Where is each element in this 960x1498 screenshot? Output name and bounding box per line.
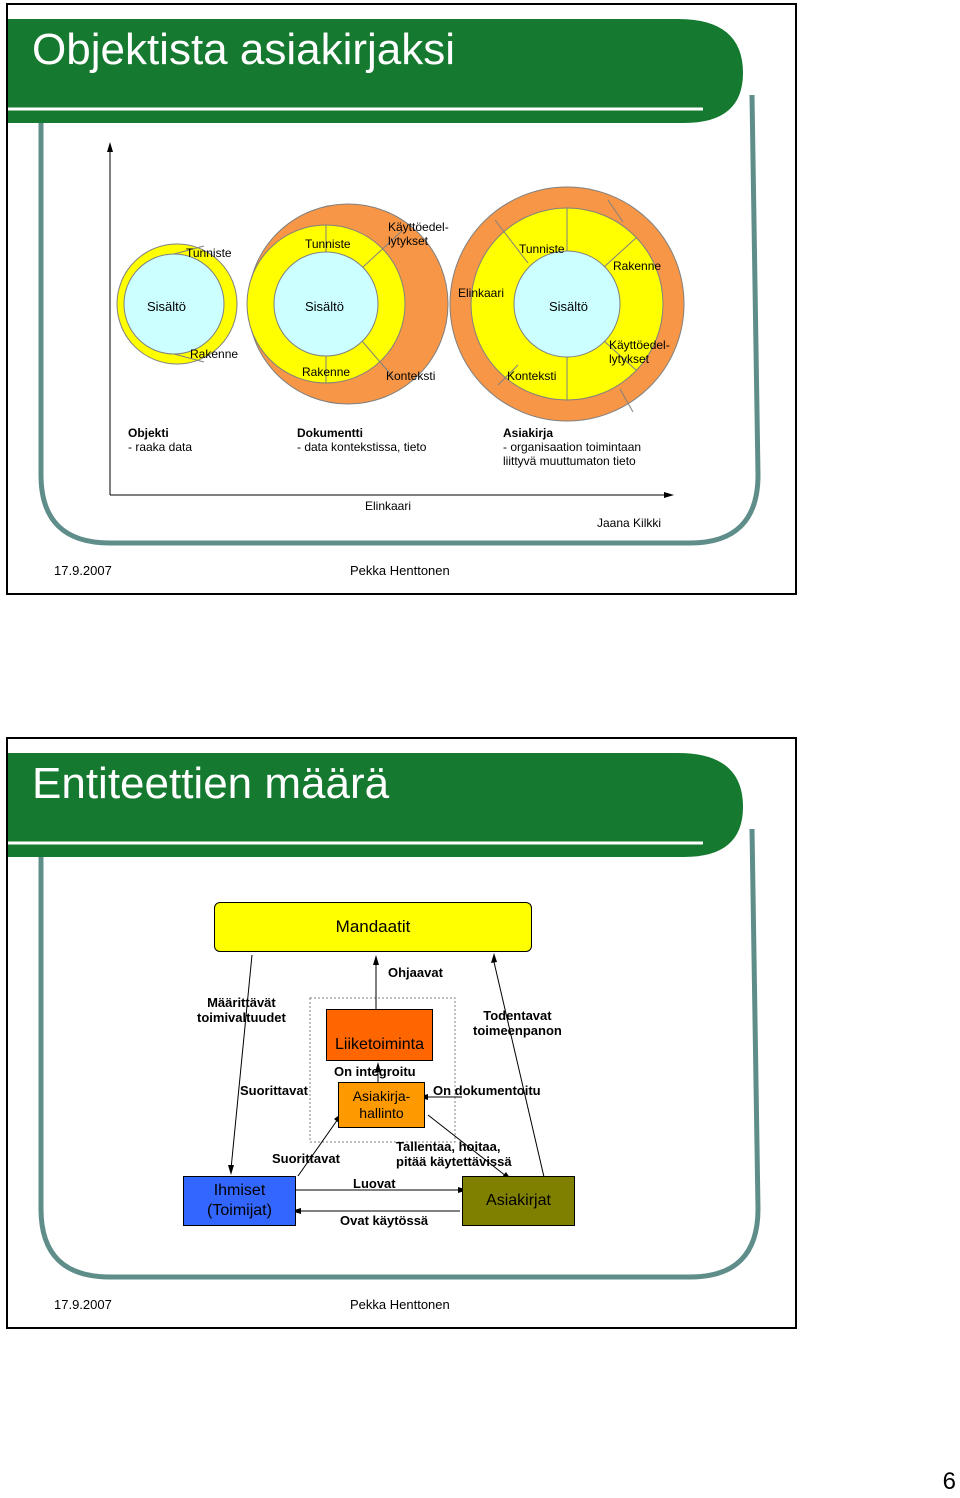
slide-1-title: Objektista asiakirjaksi xyxy=(32,25,456,74)
c3-tunniste: Tunniste xyxy=(519,242,565,256)
slide-2-graphics xyxy=(8,753,761,1280)
desc-asiakirja-title: Asiakirja xyxy=(503,426,554,440)
title-banner xyxy=(8,19,743,123)
slide-1-graphics xyxy=(8,19,761,546)
c2-konteksti: Konteksti xyxy=(386,369,436,383)
ihmiset-box: Ihmiset (Toimijat) xyxy=(183,1176,296,1226)
c3-rakenne: Rakenne xyxy=(613,259,662,273)
label-on-integroitu: On integroitu xyxy=(334,1064,416,1079)
label-todentavat: Todentavat toimeenpanon xyxy=(473,1008,562,1038)
record-circle xyxy=(449,186,685,422)
desc-dokumentti-title: Dokumentti xyxy=(297,426,363,440)
c1-tunniste: Tunniste xyxy=(186,246,232,260)
slide-1: Objektista asiakirjaksi Tunniste Sisältö… xyxy=(6,3,797,595)
label-on-dokumentoitu: On dokumentoitu xyxy=(433,1083,541,1098)
desc-asiakirja-text: - organisaation toimintaan liittyvä muut… xyxy=(503,440,642,468)
document-circle xyxy=(246,203,449,405)
teal-frame xyxy=(38,94,761,546)
footer-date: 17.9.2007 xyxy=(54,1297,112,1312)
label-luovat: Luovat xyxy=(353,1176,396,1191)
footer-name: Pekka Henttonen xyxy=(350,1297,450,1312)
object-circle xyxy=(116,243,238,365)
c1-rakenne: Rakenne xyxy=(190,347,239,361)
c2-tunniste: Tunniste xyxy=(305,237,351,251)
label-suorittavat-2: Suorittavat xyxy=(272,1151,340,1166)
author: Jaana Kilkki xyxy=(597,516,662,530)
label-tallentaa: Tallentaa, hoitaa, pitää käytettävissä xyxy=(396,1139,512,1169)
c2-kaytto: Käyttöedel- lytykset xyxy=(388,220,449,248)
title-banner xyxy=(8,753,743,857)
asiakirjat-box: Asiakirjat xyxy=(462,1176,575,1226)
y-axis-arrow xyxy=(107,142,113,152)
desc-objekti-title: Objekti xyxy=(128,426,169,440)
c3-konteksti: Konteksti xyxy=(507,369,557,383)
desc-objekti: Objekti - raaka data xyxy=(128,426,192,454)
liiketoiminta-box: Liiketoiminta xyxy=(326,1009,433,1061)
teal-frame xyxy=(38,828,761,1280)
c2-sisalto: Sisältö xyxy=(305,299,345,314)
desc-asiakirja: Asiakirja - organisaation toimintaan lii… xyxy=(503,426,641,468)
slide-2: Entiteettien määrä Mandaatit Ohjaavat Mä… xyxy=(6,737,797,1329)
label-maarittavat: Määrittävät toimivaltuudet xyxy=(197,995,286,1025)
c3-kaytto: Käyttöedel- lytykset xyxy=(609,338,670,366)
c3-sisalto: Sisältö xyxy=(549,299,589,314)
footer-date: 17.9.2007 xyxy=(54,563,112,578)
desc-objekti-text: - raaka data xyxy=(128,440,193,454)
page-number: 6 xyxy=(942,1468,956,1495)
label-suorittavat-1: Suorittavat xyxy=(240,1083,308,1098)
x-axis-arrow xyxy=(664,492,674,498)
dotted-container xyxy=(309,997,456,1143)
axis-label-elinkaari: Elinkaari xyxy=(365,499,412,513)
c2-rakenne: Rakenne xyxy=(302,365,351,379)
c3-elinkaari: Elinkaari xyxy=(458,286,505,300)
diagram-arrows xyxy=(230,954,545,1212)
slide-2-title: Entiteettien määrä xyxy=(32,759,390,808)
asiakirjahallinto-box: Asiakirja- hallinto xyxy=(338,1082,425,1128)
mandaatit-box: Mandaatit xyxy=(214,902,532,952)
c1-sisalto: Sisältö xyxy=(147,299,187,314)
desc-dokumentti-text: - data kontekstissa, tieto xyxy=(297,440,427,454)
desc-dokumentti: Dokumentti - data kontekstissa, tieto xyxy=(297,426,426,454)
footer-name: Pekka Henttonen xyxy=(350,563,450,578)
label-ohjaavat: Ohjaavat xyxy=(388,965,443,980)
label-ovat-kaytossa: Ovat käytössä xyxy=(340,1213,429,1228)
